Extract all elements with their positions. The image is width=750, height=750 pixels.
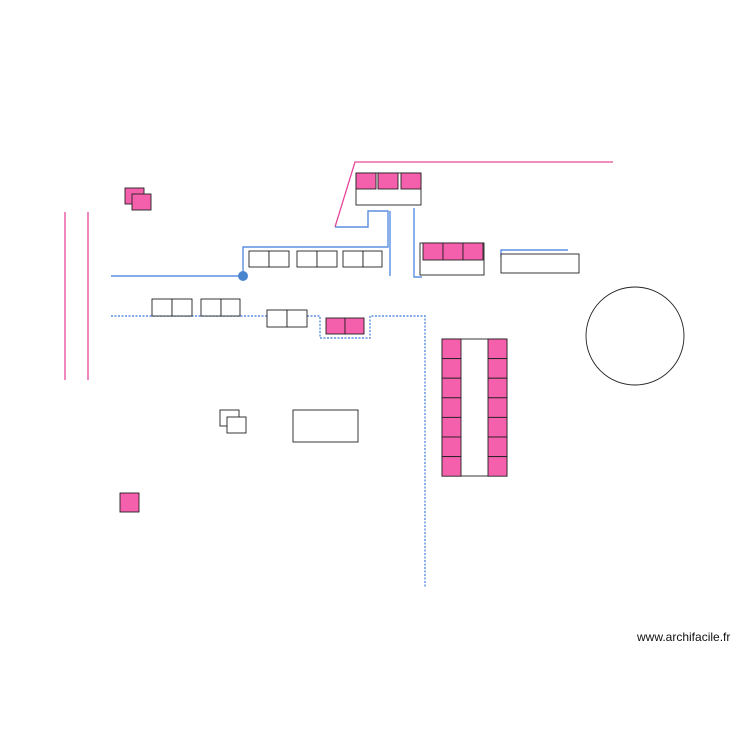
banquet-table <box>441 338 508 477</box>
desk-cell <box>200 298 222 317</box>
desk-cell <box>342 250 364 268</box>
desk-cell <box>286 309 308 328</box>
pink-stack-topleft <box>124 187 152 211</box>
right-counter <box>419 242 485 276</box>
small-box <box>226 416 247 434</box>
desk-cell <box>266 309 288 328</box>
small-boxes <box>219 409 247 434</box>
desk-cell <box>248 250 270 268</box>
watermark-text: www.archifacile.fr <box>637 630 731 644</box>
banquet-chair <box>487 456 508 477</box>
pink-seat <box>400 172 422 190</box>
pipe-network <box>111 208 568 587</box>
walls <box>64 161 613 380</box>
bench-right <box>500 253 580 274</box>
center-table <box>292 409 359 443</box>
banquet-chair <box>487 416 508 438</box>
wall-top-diagonal <box>334 161 613 228</box>
banquet-chair <box>487 338 508 360</box>
banquet-chair <box>487 436 508 458</box>
desk-row-upper <box>248 250 383 268</box>
pink-seat <box>355 172 377 190</box>
pink-desk-cell <box>344 317 365 335</box>
pink-seat <box>462 242 484 261</box>
pink-desk-cell <box>325 317 346 335</box>
round-table <box>585 286 685 386</box>
desk-cell <box>268 250 290 268</box>
banquet-chair <box>487 358 508 379</box>
banquet-chair <box>487 377 508 399</box>
desk-cell <box>171 298 193 317</box>
desk-row-lower <box>151 298 365 335</box>
banquet-chair <box>487 397 508 418</box>
banquet-chair <box>441 358 462 379</box>
banquet-chair <box>441 416 462 438</box>
pink-block-bottom <box>119 492 140 513</box>
banquet-chair <box>441 397 462 418</box>
desk-cell <box>362 250 383 268</box>
banquet-chair <box>441 338 462 360</box>
banquet-chair <box>441 436 462 458</box>
pink-block <box>131 193 152 211</box>
pipe-right-drop <box>413 208 422 278</box>
top-counter <box>355 172 422 206</box>
pink-seat <box>377 172 399 190</box>
banquet-chair <box>441 456 462 477</box>
pink-seat <box>442 242 464 261</box>
banquet-chair <box>441 377 462 399</box>
desk-cell <box>316 250 338 268</box>
desk-cell <box>151 298 173 317</box>
pipe-junction-node <box>238 271 248 281</box>
desk-cell <box>296 250 318 268</box>
pipe-lower-main <box>111 315 426 587</box>
desk-cell <box>220 298 241 317</box>
pink-seat <box>422 242 444 261</box>
